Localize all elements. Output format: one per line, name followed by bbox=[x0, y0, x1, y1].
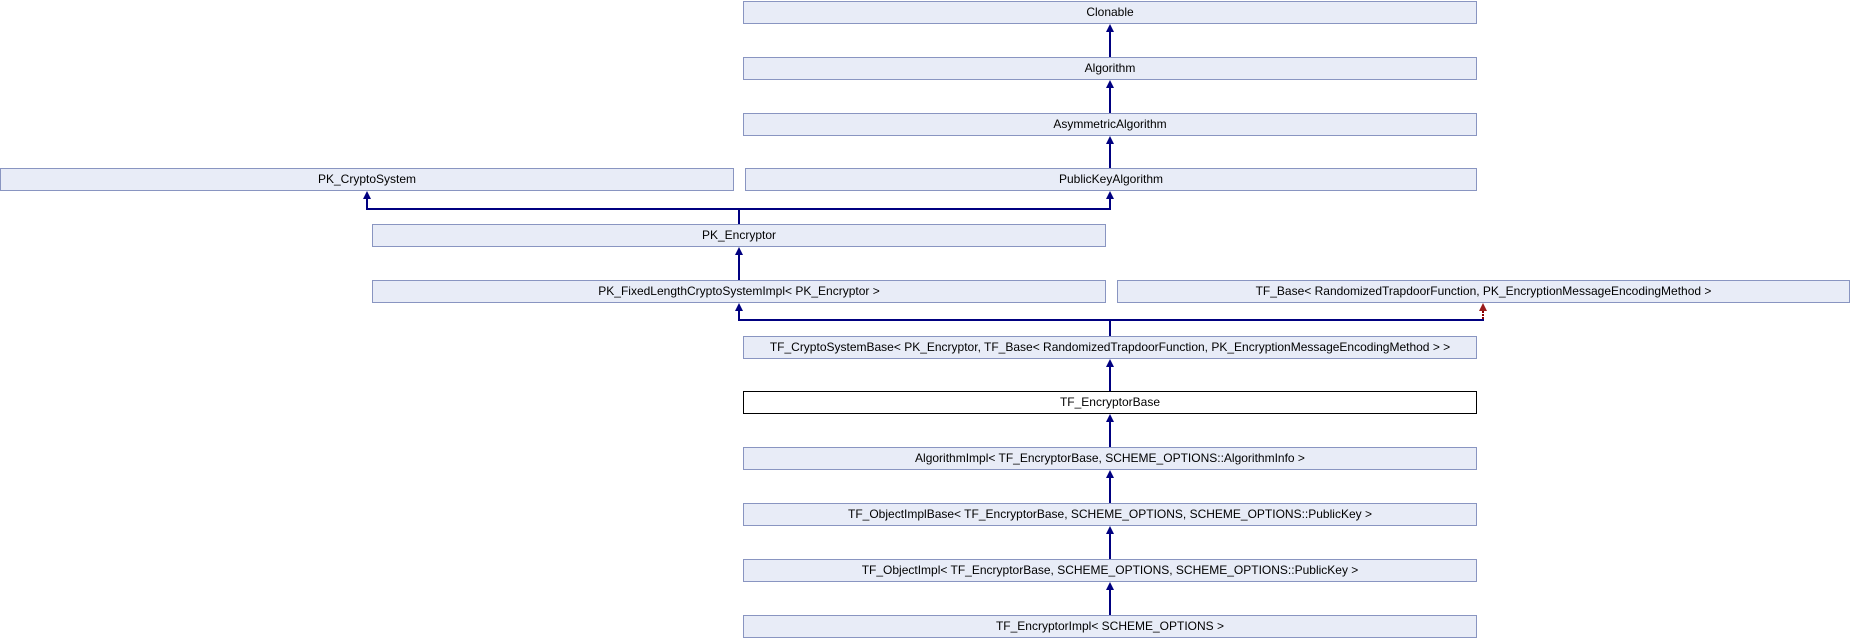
edge-tfobjectimpl-to-tfobjectimplbase-arrowhead bbox=[1106, 526, 1114, 534]
class-box-tf-base[interactable]: TF_Base< RandomizedTrapdoorFunction, PK_… bbox=[1117, 280, 1850, 303]
edge-pkfixedlength-to-pkencryptor-arrowhead bbox=[735, 247, 743, 255]
class-box-pk-cryptosystem[interactable]: PK_CryptoSystem bbox=[0, 168, 734, 191]
edge-algorithmimpl-to-tfencryptorbase-arrowhead bbox=[1106, 414, 1114, 422]
edge-pkencryptor-to-publickeyalgorithm-arrowhead bbox=[1106, 191, 1114, 199]
edge-asymmetricalgorithm-to-algorithm-line bbox=[1109, 86, 1111, 113]
edge-tfcryptosystembase-to-pkfixedlength-arrowhead bbox=[735, 303, 743, 311]
edge-pkfixedlength-to-pkencryptor-line bbox=[738, 253, 740, 280]
class-box-clonable[interactable]: Clonable bbox=[743, 1, 1477, 24]
edge-pkencryptor-junction-drop-line bbox=[738, 208, 740, 224]
edge-tfencryptorbase-to-tfcryptosystembase-line bbox=[1109, 365, 1111, 391]
edge-tfencryptorbase-to-tfcryptosystembase-arrowhead bbox=[1106, 359, 1114, 367]
edge-tfencryptorimpl-to-tfobjectimpl-arrowhead bbox=[1106, 582, 1114, 590]
class-box-pk-fixedlength-cryptosystemimpl[interactable]: PK_FixedLengthCryptoSystemImpl< PK_Encry… bbox=[372, 280, 1106, 303]
edge-publickeyalgorithm-to-asymmetricalgorithm-line bbox=[1109, 142, 1111, 168]
class-box-algorithm[interactable]: Algorithm bbox=[743, 57, 1477, 80]
edge-pkencryptor-to-publickeyalgorithm-stub bbox=[1109, 197, 1111, 209]
class-box-asymmetric-algorithm[interactable]: AsymmetricAlgorithm bbox=[743, 113, 1477, 136]
edge-tfobjectimplbase-to-algorithmimpl-line bbox=[1109, 476, 1111, 503]
edge-tfcryptosystembase-to-tfbase-arrowhead bbox=[1479, 303, 1487, 311]
edge-asymmetricalgorithm-to-algorithm-arrowhead bbox=[1106, 80, 1114, 88]
edge-tfcryptosystembase-junction-drop-line bbox=[1109, 321, 1111, 336]
edge-tfencryptorimpl-to-tfobjectimpl-line bbox=[1109, 588, 1111, 615]
edge-algorithmimpl-to-tfencryptorbase-line bbox=[1109, 420, 1111, 447]
edge-pkencryptor-to-pkcryptosystem-stub bbox=[366, 197, 368, 209]
class-box-tf-encryptorimpl[interactable]: TF_EncryptorImpl< SCHEME_OPTIONS > bbox=[743, 615, 1477, 638]
edge-pkencryptor-to-pkcryptosystem-arrowhead bbox=[363, 191, 371, 199]
class-box-tf-encryptorbase-current: TF_EncryptorBase bbox=[743, 391, 1477, 414]
edge-tfcryptosystembase-to-pkfixedlength-stub bbox=[738, 309, 740, 320]
edge-tfobjectimplbase-to-algorithmimpl-arrowhead bbox=[1106, 470, 1114, 478]
edge-algorithm-to-clonable-arrowhead bbox=[1106, 24, 1114, 32]
class-box-tf-objectimpl[interactable]: TF_ObjectImpl< TF_EncryptorBase, SCHEME_… bbox=[743, 559, 1477, 582]
class-box-tf-objectimplbase[interactable]: TF_ObjectImplBase< TF_EncryptorBase, SCH… bbox=[743, 503, 1477, 526]
class-box-publickey-algorithm[interactable]: PublicKeyAlgorithm bbox=[745, 168, 1477, 191]
class-box-tf-cryptosystembase[interactable]: TF_CryptoSystemBase< PK_Encryptor, TF_Ba… bbox=[743, 336, 1477, 359]
class-box-algorithmimpl[interactable]: AlgorithmImpl< TF_EncryptorBase, SCHEME_… bbox=[743, 447, 1477, 470]
edge-tfcryptosystembase-junction-horizontal-line bbox=[738, 319, 1484, 321]
edge-tfcryptosystembase-to-tfbase-dotted-stub bbox=[1482, 311, 1484, 319]
edge-publickeyalgorithm-to-asymmetricalgorithm-arrowhead bbox=[1106, 136, 1114, 144]
edge-algorithm-to-clonable-line bbox=[1109, 30, 1111, 57]
edge-tfobjectimpl-to-tfobjectimplbase-line bbox=[1109, 532, 1111, 559]
class-box-pk-encryptor[interactable]: PK_Encryptor bbox=[372, 224, 1106, 247]
